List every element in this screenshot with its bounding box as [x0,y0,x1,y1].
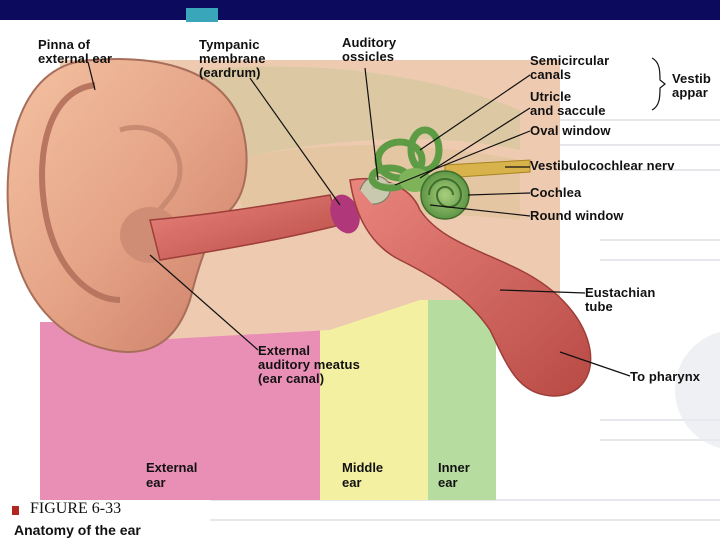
label-tympanic-membrane: Tympanic membrane (eardrum) [199,37,266,80]
slide-top-bar [0,0,720,20]
label-pinna: Pinna of external ear [38,37,113,66]
pinna-shape [6,58,248,353]
label-to-pharynx: To pharynx [630,369,701,384]
label-semicircular-canals: Semicircular canals [530,53,610,82]
ear-anatomy-illustration [6,57,720,521]
inner-ear-band [428,296,496,500]
label-round-window: Round window [530,208,624,223]
slide-top-tab [186,8,218,22]
background-circle [675,331,720,449]
label-oval-window: Oval window [530,123,611,138]
label-external-auditory-meatus: External auditory meatus (ear canal) [258,343,360,386]
label-eustachian-tube: Eustachian tube [585,285,656,314]
region-inner-ear: Inner ear [438,460,470,490]
ear-anatomy-figure: Pinna of external ear Tympanic membrane … [0,20,720,540]
region-middle-ear: Middle ear [342,460,384,490]
label-vestibular-apparatus: Vestib appar [672,71,711,100]
label-vestibulocochlear-nerve: Vestibulocochlear nerv [530,158,675,173]
pointer-lines [87,57,666,377]
figure-number: FIGURE 6-33 [30,500,122,517]
figure-caption: Anatomy of the ear [14,522,141,538]
pinna-helix [39,82,121,303]
external-ear-band [40,322,320,500]
eustachian-tube-shape [349,178,592,397]
label-cochlea: Cochlea [530,185,582,200]
label-auditory-ossicles: Auditory ossicles [342,35,397,64]
middle-ear-band [320,296,428,500]
tympanic-membrane-shape [330,194,360,234]
region-external-ear: External ear [146,460,198,490]
caption-bullet [12,506,19,515]
label-utricle-saccule: Utricle and saccule [530,89,606,118]
